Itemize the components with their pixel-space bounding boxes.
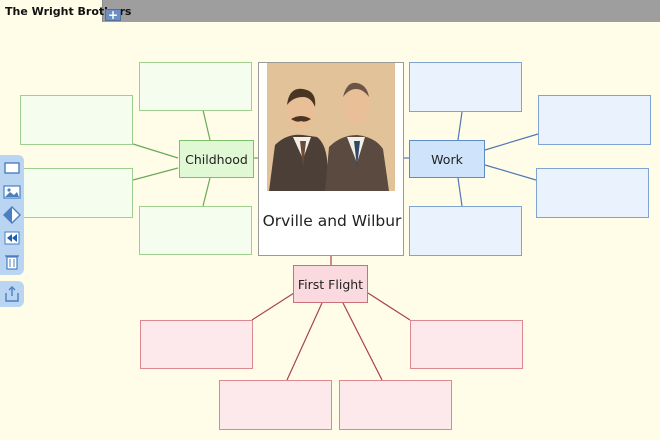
connector-line [484,164,537,181]
connector-line [132,143,179,159]
connector-line [286,302,323,381]
work-note-box[interactable] [538,95,651,145]
work-note-box[interactable] [536,168,649,218]
connector-line [202,109,211,141]
wright-brothers-portrait-image [267,63,395,191]
rewind-icon[interactable] [2,228,22,248]
first-flight-note-box[interactable] [219,380,332,430]
first-flight-note-box[interactable] [339,380,452,430]
center-card[interactable]: Orville and Wilbur [258,62,404,256]
childhood-note-box[interactable] [20,95,133,145]
export-icon[interactable] [2,284,22,304]
left-toolbar-export [0,281,24,307]
tab-bar: The Wright Brothers + [0,0,660,22]
connector-line [251,292,295,321]
connector-line [457,111,463,141]
work-hub[interactable]: Work [409,140,485,178]
diamond-icon[interactable] [2,205,22,225]
childhood-hub[interactable]: Childhood [179,140,254,178]
trash-icon[interactable] [2,251,22,271]
childhood-note-box[interactable] [20,168,133,218]
connector-line [367,292,411,321]
connector-line [484,133,539,151]
work-note-box[interactable] [409,206,522,256]
childhood-note-box[interactable] [139,62,252,111]
image-icon[interactable] [2,182,22,202]
childhood-note-box[interactable] [139,206,252,255]
first-flight-note-box[interactable] [140,320,253,369]
center-label: Orville and Wilbur [262,212,402,230]
tab-label: The Wright Brothers [5,4,132,18]
work-note-box[interactable] [409,62,522,112]
first-flight-note-box[interactable] [410,320,523,369]
connector-line [457,177,463,207]
left-toolbar [0,155,24,275]
connector-line [342,302,383,381]
first-flight-hub[interactable]: First Flight [293,265,368,303]
connector-line [202,177,211,207]
rectangle-icon[interactable] [2,158,22,178]
tab-the-wright-brothers[interactable]: The Wright Brothers [0,0,131,22]
connector-line [132,167,179,181]
add-tab-button[interactable]: + [105,9,121,21]
